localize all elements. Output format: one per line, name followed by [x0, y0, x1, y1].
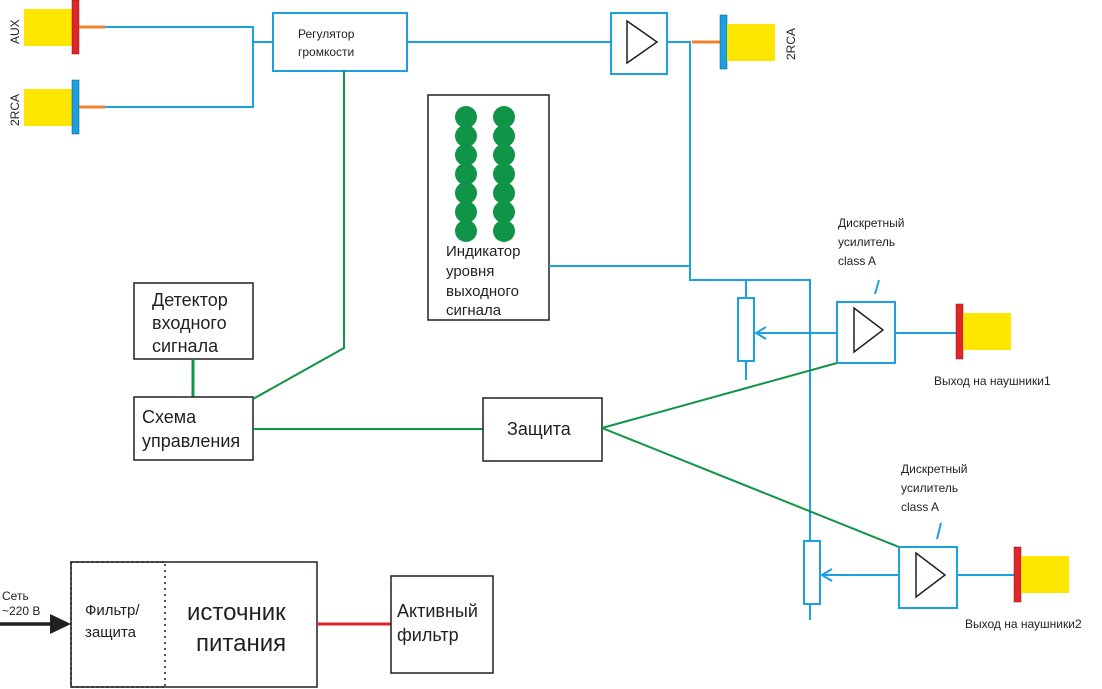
mains-label-1: Сеть — [2, 589, 29, 603]
led-indicator — [493, 163, 515, 185]
headphone-jack-2: Выход на наушники2 — [965, 546, 1082, 631]
amp-2-label-1: Дискретный — [901, 462, 967, 476]
level-indicator-label-2: уровня — [446, 263, 494, 280]
mains-arrow-icon — [50, 614, 71, 634]
aux-label: AUX — [8, 19, 22, 44]
led-indicator — [493, 182, 515, 204]
rca-in-plug-body — [24, 89, 72, 126]
aux-input-connector: AUX — [8, 0, 105, 55]
rca-input-connector: 2RCA — [8, 79, 105, 135]
amp-2-label-3: class A — [901, 500, 939, 514]
led-indicator — [493, 220, 515, 242]
protection-block: Защита — [482, 397, 603, 462]
active-filter-label-1: Активный — [397, 601, 478, 621]
rca-out-label: 2RCA — [784, 28, 798, 60]
filter-label-2: защита — [85, 624, 137, 641]
pot-2-wiper-arrow-icon — [820, 568, 833, 582]
mains-input: Сеть ~220 В — [0, 589, 71, 634]
power-supply-block: Фильтр/ защита источник питания — [70, 561, 318, 688]
led-indicator — [455, 182, 477, 204]
control-circuit-label-1: Схема — [142, 407, 197, 427]
input-detector-label-3: сигнала — [152, 336, 219, 356]
active-filter-block: Активный фильтр — [390, 575, 494, 674]
led-indicator — [455, 163, 477, 185]
jack-2-body — [1021, 556, 1069, 593]
level-indicator-block: Индикатор уровня выходного сигнала — [427, 94, 550, 321]
headphone-output-1-label: Выход на наушники1 — [934, 374, 1051, 388]
pot-1-wiper-arrow-icon — [754, 326, 767, 340]
rca-out-plug-body — [727, 24, 775, 61]
led-indicator — [455, 220, 477, 242]
psu-label-2: питания — [196, 630, 286, 657]
control-circuit-label-2: управления — [142, 431, 240, 451]
headphone-amplifier-2: Дискретный усилитель class A — [898, 462, 967, 609]
led-columns — [455, 106, 515, 242]
control-to-volume-wire — [252, 71, 345, 400]
input-detector-label-1: Детектор — [152, 290, 228, 310]
protection-label: Защита — [507, 419, 572, 439]
protection-to-amp1-wire — [601, 362, 838, 429]
preamp-output-wire — [667, 41, 691, 266]
led-indicator — [493, 201, 515, 223]
amplifier-triangle-icon — [626, 19, 659, 65]
amplifier-triangle-icon — [853, 306, 885, 354]
headphone-amplifier-1: Дискретный усилитель class A — [836, 216, 904, 364]
psu-label-1: источник — [187, 599, 286, 626]
rca-in-label: 2RCA — [8, 94, 22, 126]
level-indicator-label-3: выходного — [446, 283, 519, 300]
jack-1-flange — [955, 303, 964, 360]
rca-in-plug-flange — [71, 79, 80, 135]
led-indicator — [455, 125, 477, 147]
rca-output-connector: 2RCA — [692, 14, 798, 70]
protection-to-amp2-wire — [601, 427, 900, 548]
volume-control-block: Регулятор громкости — [272, 12, 408, 72]
filter-label-1: Фильтр/ — [85, 602, 140, 619]
led-indicator — [455, 106, 477, 128]
input-detector-block: Детектор входного сигнала — [133, 282, 254, 360]
volume-control-label-1: Регулятор — [298, 27, 355, 41]
volume-control-label-2: громкости — [298, 45, 354, 59]
level-indicator-label-4: сигнала — [446, 302, 502, 319]
level-indicator-label-1: Индикатор — [446, 243, 521, 260]
line-buffer-amplifier — [610, 12, 668, 75]
mains-label-2: ~220 В — [2, 604, 40, 618]
jack-2-flange — [1013, 546, 1022, 603]
headphone-output-2-label: Выход на наушники2 — [965, 617, 1082, 631]
amplifier-triangle-icon — [915, 551, 947, 599]
led-indicator — [493, 144, 515, 166]
headphone-bus-wire — [689, 266, 811, 620]
jack-1-body — [963, 313, 1011, 350]
amp-1-label-3: class A — [838, 254, 876, 268]
led-indicator — [455, 201, 477, 223]
amp-1-label-1: Дискретный — [838, 216, 904, 230]
aux-plug-body — [24, 9, 72, 46]
control-circuit-block: Схема управления — [133, 396, 254, 461]
aux-plug-flange — [71, 0, 80, 55]
aux-signal-wire — [105, 26, 254, 108]
led-indicator — [455, 144, 477, 166]
volume-pot-1 — [737, 280, 849, 380]
active-filter-label-2: фильтр — [397, 625, 459, 645]
amp-1-label-2: усилитель — [838, 235, 895, 249]
rca-out-plug-flange — [719, 14, 728, 70]
amp-2-label-2: усилитель — [901, 481, 958, 495]
input-detector-label-2: входного — [152, 313, 227, 333]
led-indicator — [493, 125, 515, 147]
amp-2-callout-line — [936, 522, 942, 540]
led-indicator — [493, 106, 515, 128]
headphone-jack-1: Выход на наушники1 — [934, 303, 1051, 388]
amp-1-callout-line — [874, 279, 880, 295]
